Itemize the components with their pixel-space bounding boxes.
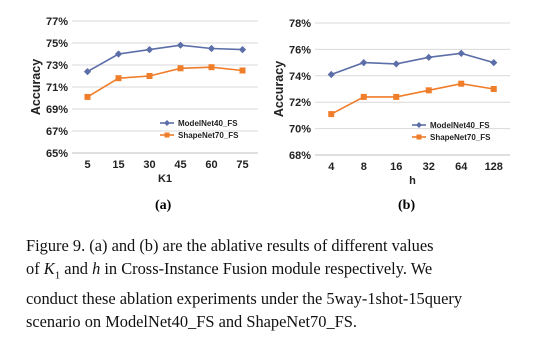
data-point — [145, 46, 154, 54]
panel-label-a: (a) — [155, 198, 172, 213]
caption-line-1: Figure 9. (a) and (b) are the ablative r… — [26, 236, 434, 255]
y-tick-label: 76% — [289, 44, 311, 56]
y-tick-label: 72% — [289, 97, 311, 109]
y-axis-title: Accuracy — [272, 61, 286, 117]
x-tick-label: 16 — [390, 161, 402, 173]
data-point — [328, 111, 335, 118]
y-tick-label: 70% — [289, 124, 311, 136]
data-point — [425, 53, 433, 61]
series-line — [330, 52, 494, 76]
x-tick-label: 5 — [84, 159, 90, 171]
caption-text: and — [60, 259, 93, 278]
panel-label-b: (b) — [398, 198, 416, 213]
data-point — [176, 41, 185, 49]
x-axis-title: h — [409, 175, 416, 187]
legend-label: ShapeNet70_FS — [178, 131, 239, 140]
data-point — [207, 44, 216, 53]
y-tick-label: 67% — [46, 126, 68, 138]
y-tick-label: 75% — [46, 38, 68, 50]
legend-marker — [416, 122, 422, 128]
caption-text: of — [26, 259, 44, 278]
data-point — [83, 68, 92, 76]
legend-label: ShapeNet70_FS — [430, 133, 491, 142]
data-point — [327, 70, 335, 79]
data-point — [360, 59, 368, 67]
x-tick-label: 8 — [361, 161, 367, 173]
x-tick-label: 32 — [423, 161, 435, 173]
x-tick-label: 4 — [328, 161, 335, 173]
data-point — [490, 86, 497, 92]
data-point — [84, 93, 91, 100]
legend-label: ModelNet40_FS — [430, 121, 490, 130]
y-tick-label: 77% — [46, 16, 68, 28]
data-point — [238, 46, 247, 54]
caption-line-2: of K1 and h in Cross-Instance Fusion mod… — [26, 257, 518, 287]
series-line — [330, 82, 494, 115]
chart-b: 68% 70% 72% 74% 76% 78% 4 8 16 32 64 128 h AccuracyMo… — [272, 18, 510, 187]
figure-caption: Figure 9. (a) and (b) are the ablative r… — [26, 234, 518, 333]
caption-k-symbol: K — [43, 259, 55, 278]
legend-marker — [164, 132, 170, 138]
data-point — [457, 49, 465, 57]
y-tick-label: 78% — [289, 18, 311, 30]
y-tick-label: 74% — [289, 71, 311, 83]
data-point — [360, 93, 367, 100]
y-tick-label: 69% — [46, 104, 68, 116]
data-point — [146, 73, 153, 79]
series-line — [87, 66, 243, 98]
x-tick-label: 64 — [455, 161, 468, 173]
y-tick-label: 71% — [46, 82, 68, 94]
legend-label: ModelNet40_FS — [178, 119, 238, 128]
legend-marker — [416, 134, 422, 140]
series-line — [87, 44, 243, 73]
y-tick-label: 73% — [46, 60, 68, 72]
x-tick-label: 128 — [485, 161, 503, 173]
data-point — [393, 93, 400, 100]
data-point — [239, 67, 246, 74]
caption-line-4: scenario on ModelNet40_FS and ShapeNet70… — [26, 312, 357, 332]
caption-k-subscript: 1 — [54, 269, 61, 282]
data-point — [458, 80, 465, 87]
x-tick-label: 15 — [112, 159, 124, 171]
x-axis-title: K1 — [158, 173, 172, 185]
x-tick-label: 75 — [236, 159, 248, 171]
data-point — [490, 59, 498, 67]
x-tick-label: 30 — [143, 159, 155, 171]
legend-marker — [164, 120, 170, 126]
data-point — [392, 60, 400, 68]
y-tick-label: 68% — [289, 150, 311, 162]
data-point — [177, 65, 184, 72]
data-point — [425, 87, 432, 94]
y-axis-title: Accuracy — [29, 59, 43, 115]
data-point — [115, 75, 122, 82]
caption-text: in Cross-Instance Fusion module respecti… — [100, 259, 433, 278]
x-tick-label: 60 — [205, 159, 217, 171]
x-tick-label: 45 — [174, 159, 186, 171]
y-tick-label: 65% — [46, 148, 68, 160]
caption-line-3: conduct these ablation experiments under… — [26, 289, 463, 309]
data-point — [208, 64, 215, 71]
data-point — [114, 50, 123, 58]
caption-h-symbol: h — [92, 259, 101, 278]
